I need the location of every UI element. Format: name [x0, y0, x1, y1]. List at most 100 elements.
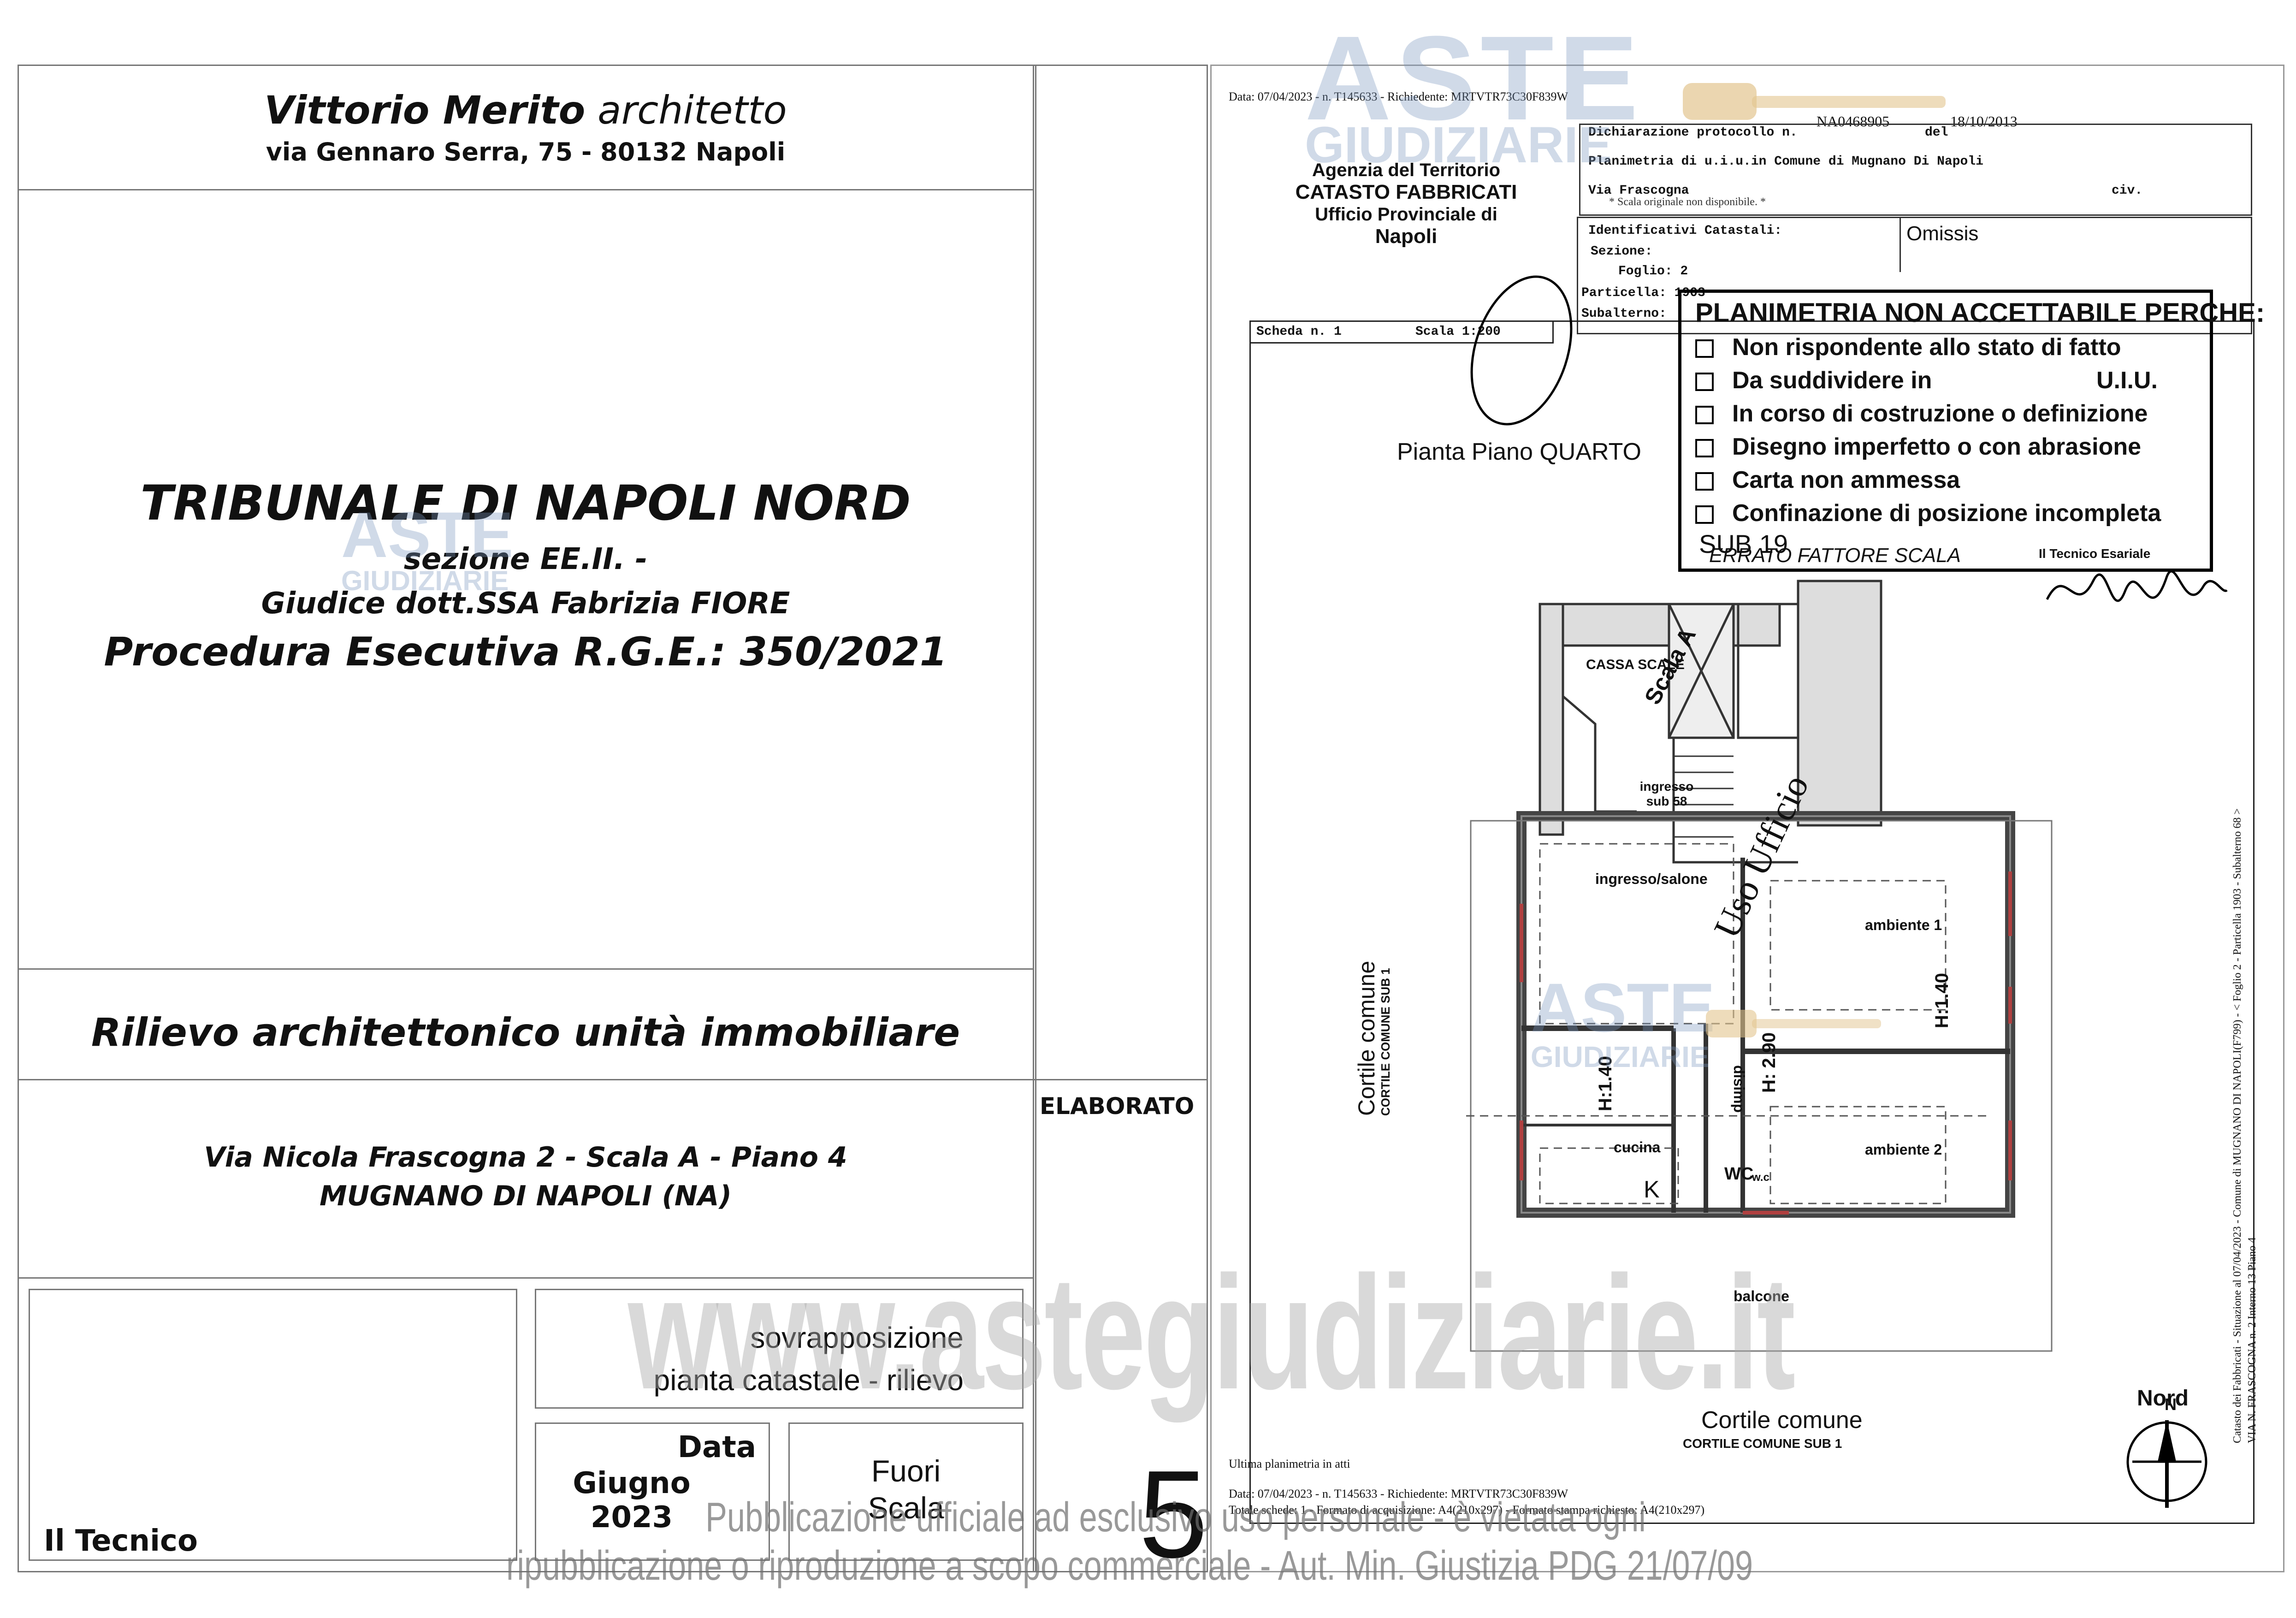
agency-line-2: CATASTO FABBRICATI	[1295, 181, 1517, 203]
room-wc-small: w.c	[1752, 1171, 1769, 1184]
scheda-label: Scheda n. 1	[1256, 325, 1342, 339]
title-block-frame	[18, 65, 1036, 1572]
agency-line-3: Ufficio Provinciale di	[1315, 204, 1497, 225]
date-label: Data	[677, 1430, 756, 1464]
scala-label: Scala 1:200	[1415, 325, 1501, 339]
bottom-stamp-2: Totale schede: 1 - Formato di acquisizio…	[1229, 1503, 1705, 1517]
scale-line-1: Fuori	[871, 1454, 941, 1488]
cortile-left: Cortile comune	[1354, 960, 1379, 1116]
procedure-number: Procedura Esecutiva R.G.E.: 350/2021	[104, 629, 947, 675]
handwritten-circle	[1470, 275, 1573, 426]
technician-box	[29, 1289, 517, 1561]
agency-line-4: Napoli	[1375, 225, 1438, 248]
floor-plan	[1466, 580, 2053, 1352]
agency-line-1: Agenzia del Territorio	[1312, 160, 1501, 180]
watermark-site: www.astegiudiziarie.it	[628, 1243, 1796, 1423]
cortile-bottom: Cortile comune	[1701, 1407, 1863, 1434]
identifiers-label: Identificativi Catastali:	[1588, 224, 1782, 238]
protocol-number: NA0468905	[1817, 113, 1890, 130]
architect-header: Vittorio Merito architetto via Gennaro S…	[18, 88, 1033, 166]
stamp-checkbox-row: Carta non ammessa	[1695, 466, 1960, 494]
room-k: K	[1644, 1176, 1660, 1203]
protocol-label: Dichiarazione protocollo n.	[1588, 125, 1798, 140]
north-arrow-icon	[2126, 1420, 2207, 1508]
stamp-item-label: In corso di costruzione o definizione	[1732, 400, 2148, 427]
watermark-brand-6: GIUDIZIARIE	[1531, 1040, 1710, 1073]
north-n: N	[2165, 1395, 2177, 1414]
watermark-logo-middle: ASTE GIUDIZIARIE	[341, 503, 513, 595]
room-cucina: cucina	[1614, 1139, 1661, 1156]
elaborato-label: ELABORATO	[1040, 1093, 1195, 1120]
stamp-title: PLANIMETRIA NON ACCETTABILE PERCHE:	[1695, 298, 2265, 328]
cortile-bottom-sub: CORTILE COMUNE SUB 1	[1683, 1436, 1842, 1451]
survey-title: Rilievo architettonico unità immobiliare	[91, 1010, 960, 1055]
room-ambiente-2: ambiente 2	[1865, 1141, 1942, 1158]
date-value: Giugno 2023	[549, 1466, 715, 1535]
bottom-stamp-1: Data: 07/04/2023 - n. T145633 - Richiede…	[1229, 1487, 1568, 1500]
drawing-area-frame	[1249, 320, 2255, 1524]
protocol-date: 18/10/2013	[1950, 113, 2018, 130]
divider	[18, 968, 1033, 970]
watermark-brand-4: GIUDIZIARIE	[341, 565, 509, 596]
identifiers-divider	[1900, 217, 1901, 272]
checkbox-icon	[1695, 339, 1714, 358]
cortile-left-sub: CORTILE COMUNE SUB 1	[1379, 968, 1392, 1116]
foglio-label: Foglio: 2	[1618, 264, 1688, 279]
watermark-brand-5: ASTE	[1531, 969, 1716, 1046]
particella-label: Particella: 1903	[1581, 286, 1705, 300]
street-label: Via Frascogna	[1588, 184, 1689, 198]
description-line-1: sovrapposizione	[750, 1321, 964, 1354]
side-text-1: Catasto dei Fabbricati - Situazione al 0…	[2231, 808, 2243, 1443]
stamp-checkbox-row: Disegno imperfetto o con abrasione	[1695, 433, 2141, 461]
property-address: Via Nicola Frascogna 2 - Scala A - Piano…	[18, 1141, 1033, 1212]
checkbox-icon	[1695, 373, 1714, 391]
stamp-item-label: Disegno imperfetto o con abrasione	[1732, 433, 2142, 460]
date-value-line-1: Giugno	[573, 1466, 691, 1500]
room-disimp: disimp	[1731, 1065, 1747, 1113]
rejection-stamp: PLANIMETRIA NON ACCETTABILE PERCHE: Non …	[1678, 290, 2265, 572]
date-value-line-2: 2023	[590, 1500, 673, 1535]
omissis-label: Omissis	[1906, 222, 1979, 245]
scale-line-2: Scala	[868, 1491, 944, 1525]
stamp-sub: SUB 19	[1699, 529, 1788, 558]
agency-header: Agenzia del Territorio CATASTO FABBRICAT…	[1282, 159, 1531, 248]
address-line-2: MUGNANO DI NAPOLI (NA)	[319, 1180, 732, 1212]
technician-label: Il Tecnico	[44, 1524, 198, 1558]
room-ingresso-sub: ingresso sub 58	[1639, 779, 1694, 809]
judge-name: Giudice dott.SSA Fabrizia FIORE	[261, 587, 790, 621]
title-block-side-column	[1033, 65, 1208, 1572]
room-ambiente-1: ambiente 1	[1865, 917, 1942, 933]
stamp-technician: Il Tecnico Esariale	[2039, 546, 2151, 561]
subalterno-label: Subalterno:	[1581, 307, 1667, 321]
stamp-handwritten: ERRATO FATTORE SCALA	[1709, 544, 1961, 567]
checkbox-icon	[1695, 472, 1714, 491]
room-balcone: balcone	[1734, 1288, 1789, 1304]
height-right: H:1.40	[1932, 972, 1952, 1028]
elaborato-number: 5	[1139, 1445, 1208, 1584]
address-line-1: Via Nicola Frascogna 2 - Scala A - Piano…	[204, 1141, 847, 1173]
description-text: sovrapposizione pianta catastale - rilie…	[539, 1316, 964, 1401]
side-text-2: VIA N. FRASCOGNA n. 2 Interno 13 Piano 4	[2246, 1237, 2258, 1443]
room-ingresso-sub-label: ingresso sub 58	[1639, 779, 1694, 808]
court-block: TRIBUNALE DI NAPOLI NORD sezione EE.II. …	[18, 475, 1033, 675]
checkbox-icon	[1695, 505, 1714, 524]
scale-text: Fuori Scala	[793, 1452, 1019, 1526]
stamp-item-label: Da suddividere in	[1732, 367, 1932, 394]
court-section: sezione EE.II. -	[403, 542, 648, 576]
signature	[2046, 570, 2228, 602]
watermark-logo-plan: ASTE GIUDIZIARIE	[1531, 973, 1715, 1072]
gavel-icon	[1706, 1010, 1881, 1037]
stamp-item-label: Non rispondente allo stato di fatto	[1732, 334, 2121, 361]
room-wc: WC	[1724, 1164, 1754, 1184]
cadastral-sheet-frame	[1210, 65, 2284, 1572]
divider	[18, 1277, 1033, 1279]
watermark-logo-top: ASTE GIUDIZIARIE	[1305, 18, 1643, 171]
identifiers-box	[1577, 217, 2252, 334]
stamp-checkbox-row: Non rispondente allo stato di fatto	[1695, 333, 2121, 361]
stamp-item-label: Carta non ammessa	[1732, 467, 1960, 493]
divider	[18, 189, 1033, 190]
scale-note: * Scala originale non disponibile. *	[1609, 196, 1766, 208]
top-stamp: Data: 07/04/2023 - n. T145633 - Richiede…	[1229, 90, 1568, 103]
stamp-checkbox-row: In corso di costruzione o definizione	[1695, 400, 2148, 427]
